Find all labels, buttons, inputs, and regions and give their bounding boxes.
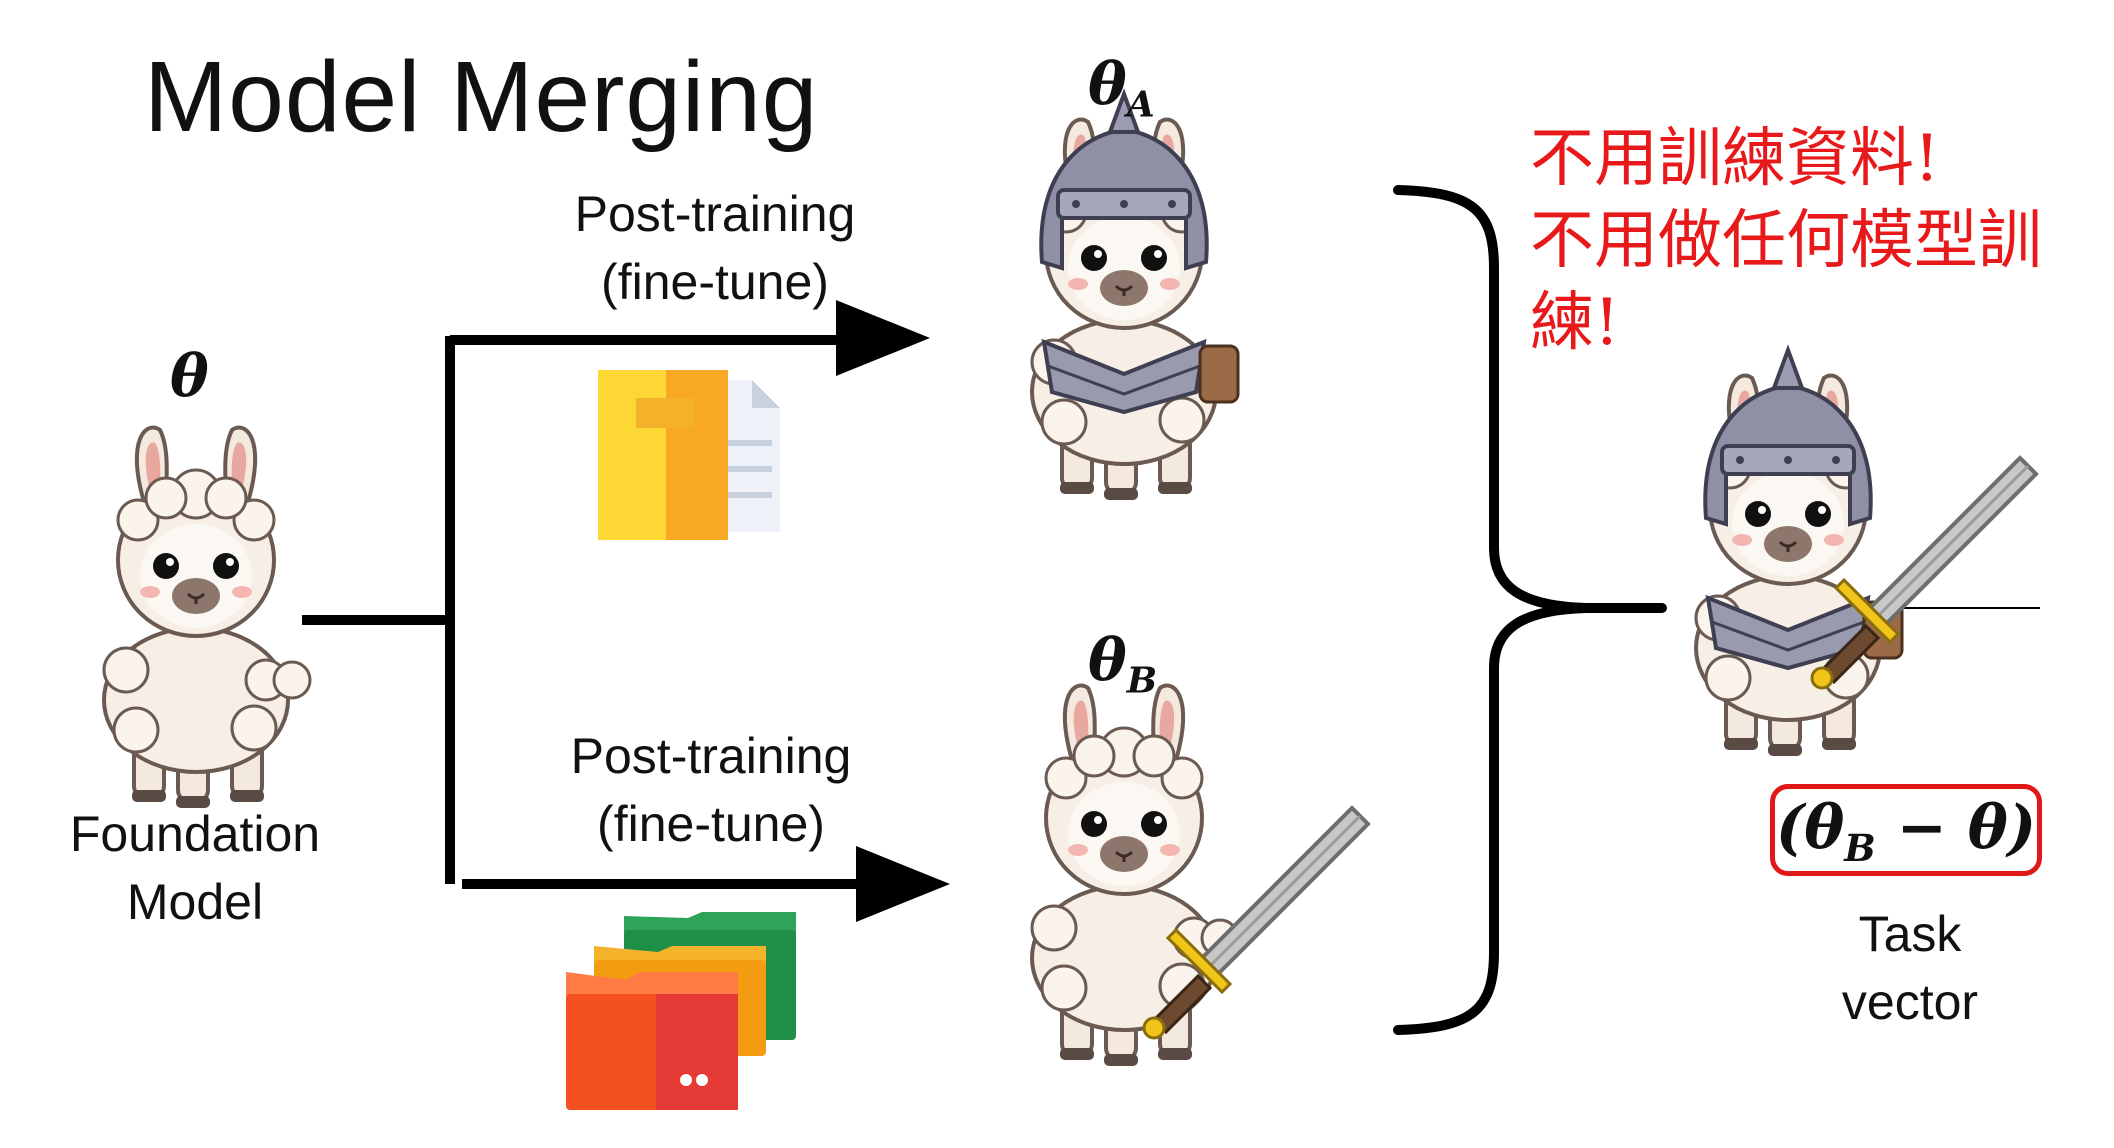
arrow-head-b	[856, 846, 950, 922]
note-line2: 不用做任何模型訓	[1530, 204, 2042, 278]
foundation-model-label: Foundation Model	[30, 800, 360, 936]
post-training-b-line2: (fine-tune)	[597, 796, 825, 852]
post-training-a-line1: Post-training	[574, 186, 856, 242]
branch-connector	[302, 335, 870, 889]
task-vector-expression: (θB − θ)	[1775, 793, 2037, 871]
foundation-llama-image	[102, 425, 312, 810]
note-line3: 練!	[1530, 286, 1620, 360]
no-training-note: 不用訓練資料! 不用做任何模型訓 練!	[1530, 118, 2090, 364]
llama-a-image	[1030, 92, 1240, 502]
task-vector-label: Task vector	[1760, 900, 2060, 1036]
theta-a-label: θA	[1088, 50, 1155, 126]
task-vector-label-line2: vector	[1841, 974, 1979, 1030]
foundation-label-line1: Foundation	[69, 806, 321, 862]
post-training-a-line2: (fine-tune)	[601, 254, 829, 310]
theta-b-label: θB	[1088, 626, 1158, 702]
folder-stack-icon	[566, 912, 796, 1110]
foundation-label-line2: Model	[126, 874, 264, 930]
document-icon	[598, 370, 780, 540]
foundation-theta-label: θ	[170, 342, 209, 410]
post-training-label-a: Post-training (fine-tune)	[520, 180, 910, 316]
arrow-head-a	[836, 300, 930, 376]
post-training-b-line1: Post-training	[570, 728, 852, 784]
task-vector-label-line1: Task	[1858, 906, 1962, 962]
merge-brace	[1393, 185, 1667, 1035]
page-title: Model Merging	[144, 41, 819, 153]
merged-llama-image	[1694, 348, 2038, 758]
note-line1: 不用訓練資料!	[1530, 122, 1940, 196]
post-training-label-b: Post-training (fine-tune)	[516, 722, 906, 858]
task-vector-box	[1770, 784, 2042, 876]
llama-b-image	[1030, 683, 1370, 1068]
